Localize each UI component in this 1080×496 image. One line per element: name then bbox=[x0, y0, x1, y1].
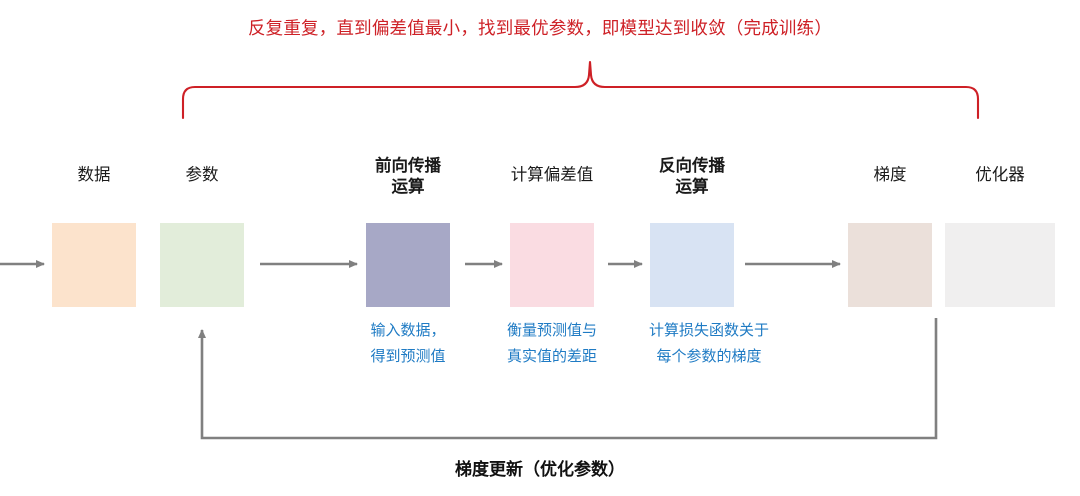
stage-box-forward-propagation bbox=[366, 223, 450, 307]
stage-note-compute-loss-line2: 真实值的差距 bbox=[506, 348, 597, 365]
stage-note-forward-propagation-line2: 得到预测值 bbox=[370, 348, 446, 365]
gradient-update-label: 梯度更新（优化参数） bbox=[455, 460, 625, 479]
stage-title-forward-propagation-line1: 前向传播 bbox=[375, 157, 441, 175]
stage-title-backward-propagation-line1: 反向传播 bbox=[659, 157, 725, 175]
stage-note-backward-propagation-line2: 每个参数的梯度 bbox=[656, 348, 762, 365]
stage-title-forward-propagation-line2: 运算 bbox=[391, 178, 425, 196]
stage-note-backward-propagation-line1: 计算损失函数关于 bbox=[648, 322, 769, 339]
stage-box-optimizer bbox=[945, 223, 1055, 307]
stage-title-compute-loss: 计算偏差值 bbox=[510, 166, 594, 184]
stage-box-backward-propagation bbox=[650, 223, 734, 307]
stage-box-parameters bbox=[160, 223, 244, 307]
loop-caption-text: 反复重复，直到偏差值最小，找到最优参数，即模型达到收敛（完成训练） bbox=[247, 18, 833, 38]
stage-box-gradient bbox=[848, 223, 932, 307]
red-brace-icon bbox=[181, 60, 980, 120]
stage-title-parameters: 参数 bbox=[185, 166, 219, 184]
stage-title-backward-propagation-line2: 运算 bbox=[675, 178, 709, 196]
stage-note-compute-loss-line1: 衡量预测值与 bbox=[506, 322, 597, 339]
stage-note-forward-propagation-line1: 输入数据， bbox=[370, 322, 446, 339]
stage-title-data: 数据 bbox=[77, 166, 111, 184]
stage-title-gradient: 梯度 bbox=[873, 166, 907, 184]
stage-box-compute-loss bbox=[510, 223, 594, 307]
stage-title-optimizer: 优化器 bbox=[975, 166, 1025, 184]
stage-box-data bbox=[52, 223, 136, 307]
